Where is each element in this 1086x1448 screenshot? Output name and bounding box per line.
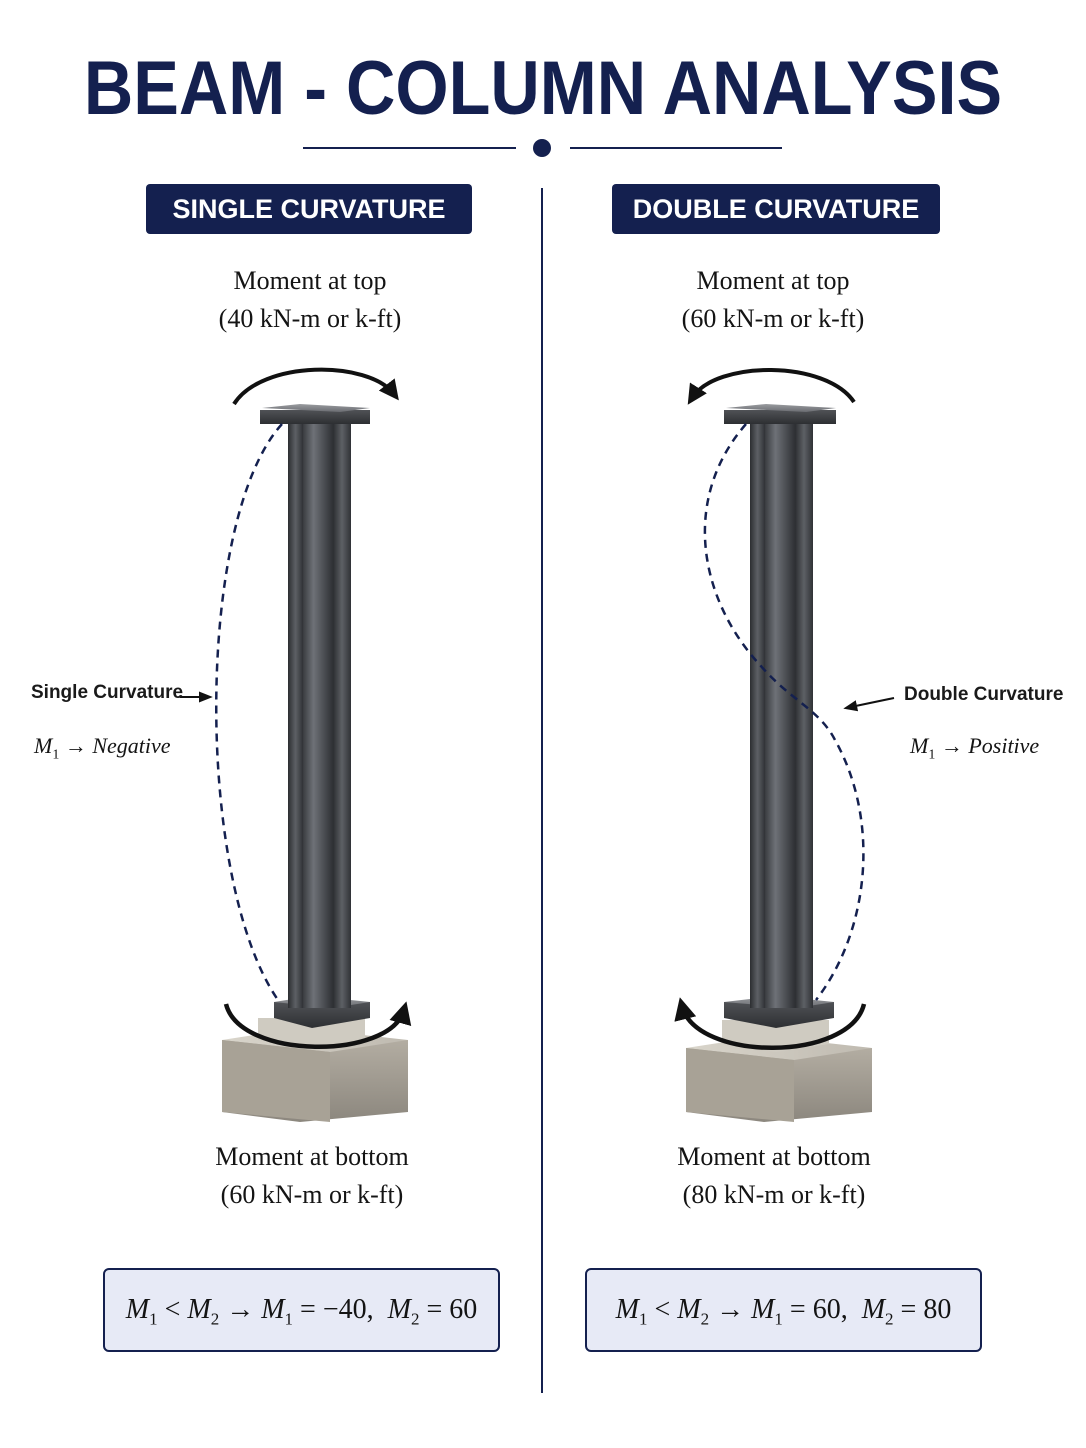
left-m1-value: −40 <box>322 1294 367 1325</box>
right-top-moment-label: Moment at top(60 kN-m or k-ft) <box>681 266 865 333</box>
left-top-moment-label: Moment at top(40 kN-m or k-ft) <box>218 266 402 333</box>
center-divider <box>541 188 543 1393</box>
right-top-moment-arrow <box>687 368 856 405</box>
title-rule-left <box>303 147 516 149</box>
single-curvature-label: Single Curvature <box>31 682 184 703</box>
double-curvature-label: Double Curvature <box>904 684 1064 705</box>
left-top-moment-arrow <box>232 367 399 406</box>
left-column <box>180 367 412 1122</box>
right-m1-sign-label: M1 → Positive <box>910 733 1040 763</box>
right-bottom-moment-label: Moment at bottom(80 kN-m or k-ft) <box>677 1142 871 1209</box>
left-formula-box: M1 < M2 → M1 = −40, M2 = 60 <box>103 1268 500 1352</box>
page-title: BEAM - COLUMN ANALYSIS <box>83 46 1003 131</box>
left-deflection-curve <box>215 423 283 1001</box>
left-m1-sign-label: M1 → Negative <box>34 733 171 763</box>
left-bottom-moment-label: Moment at bottom(60 kN-m or k-ft) <box>215 1142 409 1209</box>
right-deflection-curve <box>703 423 865 1001</box>
left-m2-value: 60 <box>449 1294 478 1325</box>
right-m1-value: 60 <box>812 1294 841 1325</box>
title-dot <box>533 139 551 157</box>
single-curvature-badge: SINGLE CURVATURE <box>146 184 472 234</box>
double-curvature-pointer <box>843 697 895 712</box>
double-curvature-badge: DOUBLE CURVATURE <box>612 184 940 234</box>
right-m2-value: 80 <box>923 1294 952 1325</box>
right-column <box>674 368 895 1122</box>
title-rule-right <box>570 147 782 149</box>
right-formula-box: M1 < M2 → M1 = 60, M2 = 80 <box>585 1268 982 1352</box>
right-bottom-moment-arrow <box>674 997 867 1050</box>
left-bottom-moment-arrow <box>223 1001 412 1049</box>
